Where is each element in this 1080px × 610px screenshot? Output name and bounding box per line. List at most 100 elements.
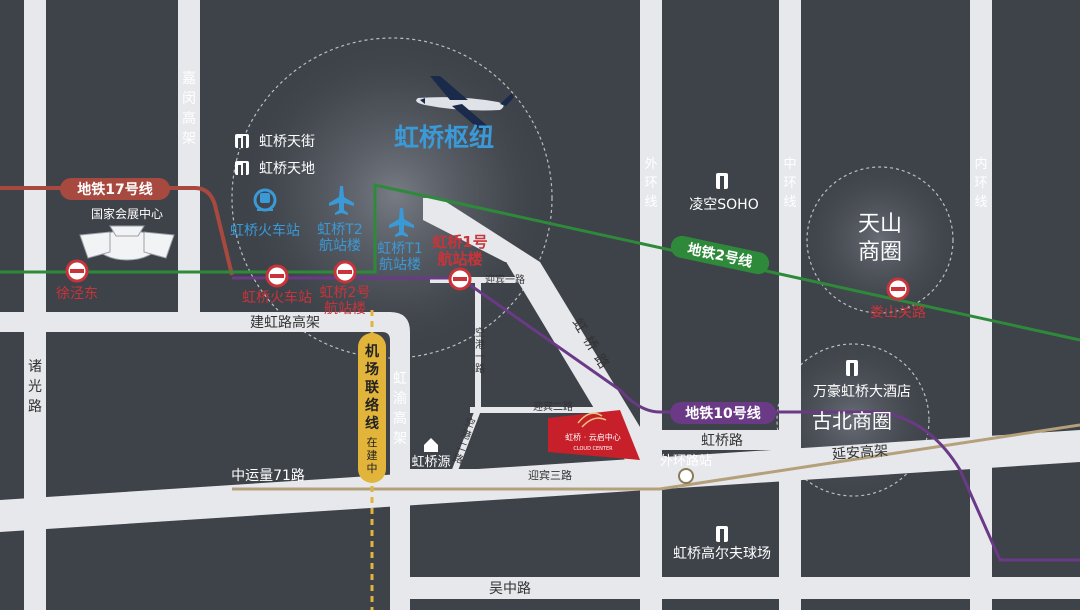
svg-text:外: 外 — [644, 157, 657, 172]
middle-ring-road — [779, 0, 801, 610]
yanan-elevated — [0, 430, 1080, 532]
station-loushanguan: 娄山关路 — [870, 277, 926, 321]
svg-text:中: 中 — [367, 462, 378, 475]
svg-text:国家会展中心: 国家会展中心 — [91, 206, 163, 221]
svg-text:嘉: 嘉 — [182, 71, 196, 87]
svg-text:线: 线 — [783, 195, 796, 210]
hongqiao-road-diagonal — [505, 260, 660, 460]
tianshan-title-2: 商圈 — [858, 240, 902, 265]
svg-text:凌空SOHO: 凌空SOHO — [689, 197, 758, 213]
station-t1: 虹桥1号 航站楼 — [432, 233, 488, 291]
jianhong-label: 建虹路高架 — [250, 314, 320, 331]
svg-text:虹桥天地: 虹桥天地 — [259, 161, 315, 177]
t2-hub: 虹桥T2 航站楼 — [317, 186, 363, 254]
svg-text:一: 一 — [475, 352, 485, 363]
svg-text:航站楼: 航站楼 — [319, 238, 361, 254]
jiamin-elevated — [178, 0, 200, 330]
svg-text:光: 光 — [28, 379, 42, 395]
svg-text:线: 线 — [644, 195, 657, 210]
svg-text:路: 路 — [475, 362, 485, 375]
svg-text:内: 内 — [974, 156, 987, 172]
svg-text:万豪虹桥大酒店: 万豪虹桥大酒店 — [813, 384, 911, 400]
jiamin-label: 嘉 闵 高 架 — [182, 71, 196, 147]
cloud-center-name: 虹桥 · 云启中心 — [565, 432, 621, 442]
svg-text:虹: 虹 — [393, 371, 407, 387]
landmark-hongqiaoyuan: 虹桥源 — [411, 438, 451, 470]
aircraft-illustration — [416, 76, 514, 130]
gubei-title: 古北商圈 — [812, 409, 892, 433]
terminal-1-wedge — [423, 198, 540, 262]
svg-text:联: 联 — [365, 380, 380, 396]
hongqiao-road-label: 虹桥路 — [701, 433, 743, 449]
zhuguang-road — [24, 0, 46, 610]
svg-text:建: 建 — [367, 448, 378, 462]
svg-text:虹桥高尔夫球场: 虹桥高尔夫球场 — [673, 545, 771, 562]
line-17-label: 地铁17号线 — [77, 181, 152, 198]
expo-center-icon — [79, 225, 175, 261]
landmark-golf: 虹桥高尔夫球场 — [673, 526, 771, 562]
svg-text:外环路站: 外环路站 — [660, 453, 712, 469]
cloud-center-name-en: CLOUD CENTER — [573, 446, 613, 452]
svg-text:虹桥天街: 虹桥天街 — [259, 134, 315, 150]
konggang2-label: 空 港 二 路 — [451, 415, 477, 467]
svg-text:环: 环 — [644, 176, 657, 191]
inner-ring-label: 内 环 线 — [974, 156, 987, 210]
svg-text:航站楼: 航站楼 — [437, 250, 482, 268]
hongqiao-hub-glow — [235, 35, 555, 355]
tram-71-line — [232, 423, 1080, 491]
svg-text:徐泾东: 徐泾东 — [56, 286, 98, 302]
wuzhong-road — [400, 577, 1080, 599]
hongqiao-road — [620, 430, 790, 450]
minor-roads — [405, 277, 623, 490]
svg-text:虹桥火车站: 虹桥火车站 — [230, 222, 300, 239]
station-hongqiao-railway: 虹桥火车站 — [242, 264, 312, 306]
wuzhong-label: 吴中路 — [489, 581, 531, 597]
svg-text:环: 环 — [974, 176, 987, 191]
railway-hub: 虹桥火车站 — [230, 188, 300, 239]
svg-text:虹桥T1: 虹桥T1 — [377, 241, 422, 257]
cloud-center-parcel — [548, 410, 640, 460]
landmark-tianjie: 虹桥天街 — [235, 134, 315, 150]
outer-ring-label: 外 环 线 — [644, 157, 657, 210]
svg-text:路: 路 — [28, 399, 42, 415]
svg-text:二: 二 — [455, 441, 468, 455]
svg-text:渝: 渝 — [393, 391, 407, 407]
svg-text:航站楼: 航站楼 — [324, 301, 366, 317]
svg-text:闵: 闵 — [182, 91, 196, 107]
svg-text:线: 线 — [974, 195, 987, 210]
svg-text:线: 线 — [365, 415, 379, 432]
line-10-pill: 地铁10号线 — [670, 402, 776, 424]
airplane-icon — [329, 186, 354, 215]
metro-line-10 — [232, 276, 1080, 562]
svg-text:诸: 诸 — [28, 359, 42, 375]
landmark-soho: 凌空SOHO — [689, 173, 759, 213]
airplane-icon — [389, 208, 414, 237]
airport-link-pill — [358, 333, 386, 483]
landmark-tiandi: 虹桥天地 — [235, 161, 315, 177]
svg-text:场: 场 — [365, 362, 379, 378]
train-icon — [253, 188, 277, 212]
outer-ring-road — [640, 0, 662, 610]
svg-text:中: 中 — [783, 157, 796, 172]
svg-text:路: 路 — [451, 451, 465, 467]
svg-text:机: 机 — [365, 343, 379, 360]
landmark-marriott: 万豪虹桥大酒店 — [813, 360, 911, 400]
building-icon — [235, 134, 249, 148]
svg-text:环: 环 — [783, 176, 796, 191]
zhuguang-label: 诸 光 路 — [28, 359, 42, 415]
middle-ring-label: 中 环 线 — [783, 157, 796, 210]
zhongyunliang-label: 中运量71路 — [231, 468, 305, 484]
tianshan-district-circle — [806, 166, 954, 314]
svg-text:港: 港 — [475, 339, 485, 351]
svg-text:娄山关路: 娄山关路 — [870, 305, 926, 321]
phoenix-logo-icon — [577, 412, 607, 428]
svg-text:空: 空 — [463, 415, 477, 431]
yingbin1-label: 迎宾一路 — [485, 273, 525, 286]
hub-title: 虹桥枢纽 — [394, 123, 494, 152]
svg-text:架: 架 — [393, 431, 407, 447]
svg-text:架: 架 — [182, 131, 196, 147]
svg-text:虹桥1号: 虹桥1号 — [432, 233, 487, 251]
hongqiao-hub-ring — [231, 37, 553, 359]
